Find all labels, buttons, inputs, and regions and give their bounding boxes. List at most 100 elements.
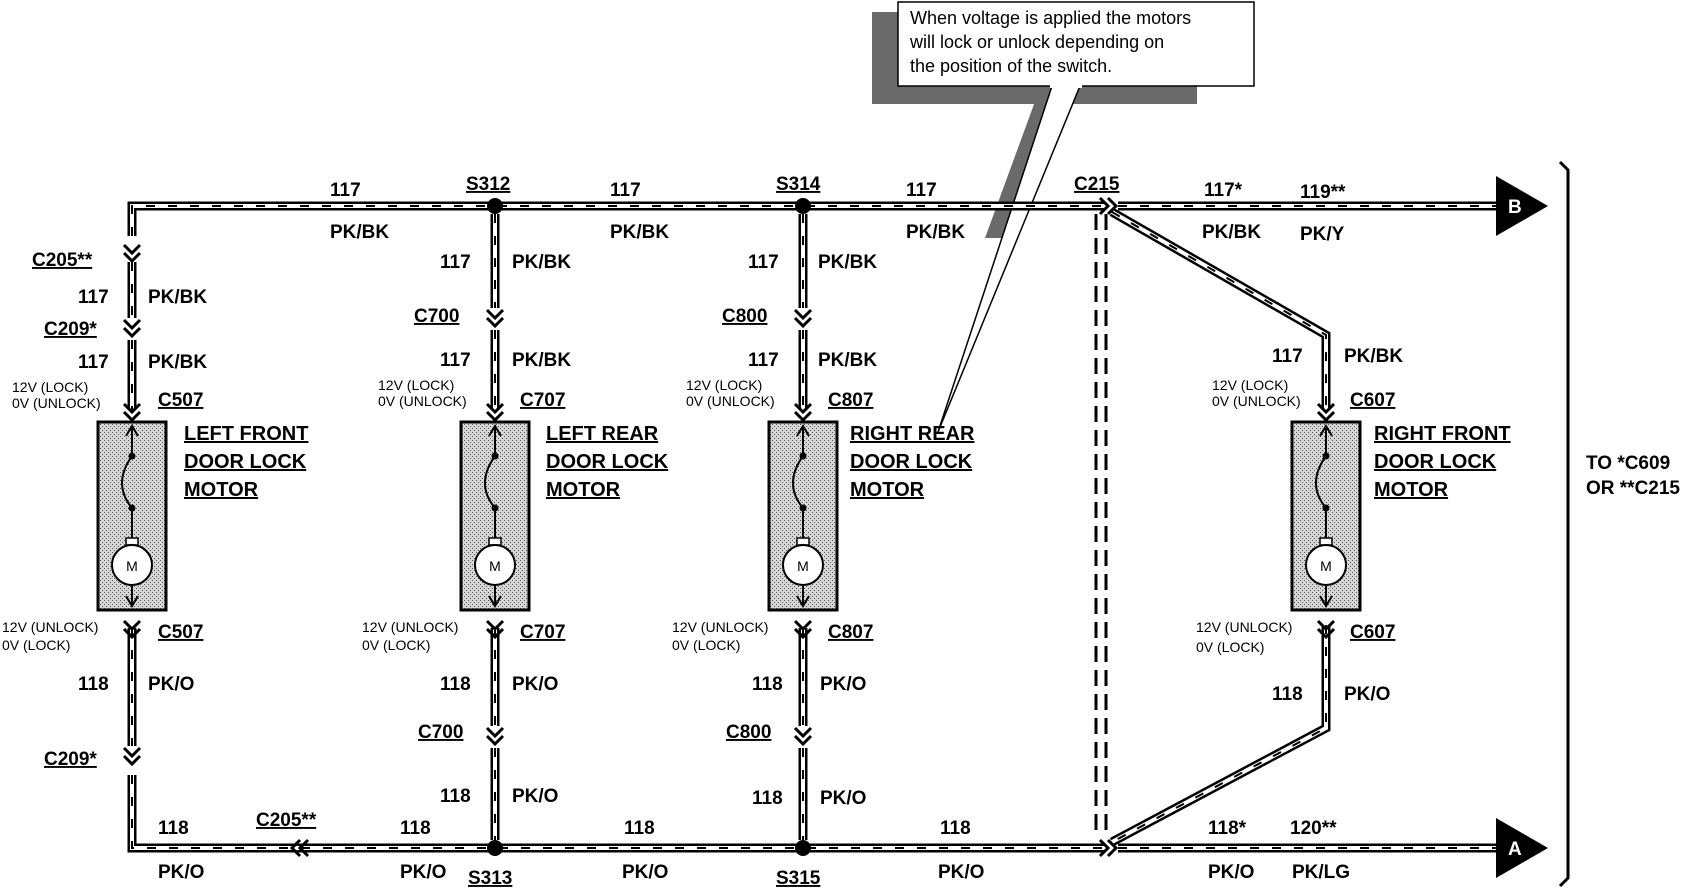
motor-rf-symbol: M bbox=[1320, 558, 1332, 574]
c215-bottom-symbol bbox=[1098, 838, 1119, 858]
lf-w2-circuit: 117 bbox=[78, 352, 109, 373]
splice-s315-dot bbox=[795, 840, 811, 856]
motor-rr-symbol: M bbox=[797, 558, 809, 574]
lf-labels: C205** 117 PK/BK C209* 117 PK/BK 12V (LO… bbox=[2, 250, 308, 770]
c215-label: C215 bbox=[1074, 174, 1120, 195]
lf-w3-color: PK/O bbox=[148, 674, 194, 695]
bottom-bus-labels: 118 PK/O C205** 118 PK/O S313 118 PK/O S… bbox=[158, 810, 1350, 889]
lr-labels: 117 PK/BK C700 117 PK/BK 12V (LOCK) 0V (… bbox=[362, 252, 669, 807]
rf-w1-circuit: 117 bbox=[1272, 346, 1303, 367]
connector-symbols bbox=[122, 196, 1336, 858]
rf-w1-color: PK/BK bbox=[1344, 346, 1403, 367]
motor-rr: M bbox=[767, 420, 839, 612]
splice-s312-dot bbox=[487, 198, 503, 214]
rr-title-3: MOTOR bbox=[850, 479, 925, 501]
c205-bottom-symbol bbox=[289, 838, 310, 858]
bottom-seg4-color: PK/O bbox=[938, 862, 984, 883]
rr-bot-state-2: 0V (LOCK) bbox=[672, 637, 740, 653]
out-b2-circuit: 119** bbox=[1300, 182, 1346, 203]
splice-s315-label: S315 bbox=[776, 868, 821, 889]
rr-c800-bot-symbol bbox=[793, 726, 813, 747]
out-b1-color: PK/BK bbox=[1202, 222, 1261, 243]
rr-w4-circuit: 118 bbox=[752, 788, 783, 809]
terminal-a: A bbox=[1496, 818, 1548, 878]
out-a1-circuit: 118* bbox=[1208, 818, 1247, 839]
rf-c607-top-symbol bbox=[1316, 402, 1336, 423]
lr-w1-circuit: 117 bbox=[440, 252, 471, 273]
lr-bot-state-2: 0V (LOCK) bbox=[362, 637, 430, 653]
lf-c209-bot-symbol bbox=[122, 746, 142, 767]
splice-s313-label: S313 bbox=[468, 868, 512, 889]
lf-c209-top-label: C209* bbox=[44, 319, 97, 340]
wire-rf-118 bbox=[1109, 625, 1331, 846]
bottom-seg1-circuit: 118 bbox=[158, 818, 189, 839]
lf-bot-state-1: 12V (UNLOCK) bbox=[2, 619, 98, 635]
splice-s314-dot bbox=[795, 198, 811, 214]
wire-bottom-bus bbox=[127, 775, 1105, 853]
callout-line-2: will lock or unlock depending on bbox=[909, 32, 1164, 52]
lr-top-state-1: 12V (LOCK) bbox=[378, 377, 454, 393]
motor-lr: M bbox=[459, 420, 531, 612]
rr-c807-top-symbol bbox=[793, 402, 813, 423]
top-seg1-color: PK/BK bbox=[330, 222, 389, 243]
out-a2-circuit: 120** bbox=[1290, 818, 1337, 839]
destination-line-2: OR **C215 bbox=[1586, 478, 1680, 499]
lr-bottom-conn-label: C707 bbox=[520, 622, 565, 643]
rf-bottom-conn-label: C607 bbox=[1350, 622, 1395, 643]
rr-bot-state-1: 12V (UNLOCK) bbox=[672, 619, 768, 635]
callout-line-1: When voltage is applied the motors bbox=[910, 8, 1191, 28]
lr-c700-bot-symbol bbox=[485, 726, 505, 747]
rf-w2-circuit: 118 bbox=[1272, 684, 1303, 705]
rf-c607-bot-symbol bbox=[1316, 619, 1336, 640]
c205-bottom-label: C205** bbox=[256, 810, 317, 831]
rr-top-state-2: 0V (UNLOCK) bbox=[686, 393, 775, 409]
c215-top-symbol bbox=[1098, 196, 1119, 216]
rr-w3-circuit: 118 bbox=[752, 674, 783, 695]
rr-w2-circuit: 117 bbox=[748, 350, 779, 371]
rr-c800-bottom-label: C800 bbox=[726, 722, 771, 743]
lf-c209-bottom-label: C209* bbox=[44, 749, 97, 770]
bottom-seg3-color: PK/O bbox=[622, 862, 668, 883]
lr-c700-top-symbol bbox=[485, 308, 505, 329]
bottom-seg2-circuit: 118 bbox=[400, 818, 431, 839]
splice-s313-dot bbox=[487, 840, 503, 856]
callout-box bbox=[897, 1, 1255, 87]
c215-dashed-rails bbox=[1094, 214, 1108, 838]
lf-w1-circuit: 117 bbox=[78, 287, 109, 308]
wires bbox=[127, 201, 1500, 853]
rr-top-state-1: 12V (LOCK) bbox=[686, 377, 762, 393]
lf-c209-top-symbol bbox=[122, 318, 142, 339]
rf-labels: 117 PK/BK 12V (LOCK) 0V (UNLOCK) C607 RI… bbox=[1196, 346, 1511, 705]
rr-w1-circuit: 117 bbox=[748, 252, 779, 273]
rf-title-1: RIGHT FRONT bbox=[1374, 423, 1511, 445]
lf-c205-label: C205** bbox=[32, 250, 93, 271]
lf-title-2: DOOR LOCK bbox=[184, 451, 307, 473]
motor-lf: M bbox=[96, 420, 168, 612]
rf-bot-state-2: 0V (LOCK) bbox=[1196, 639, 1264, 655]
out-a2-color: PK/LG bbox=[1292, 862, 1350, 883]
lf-w2-color: PK/BK bbox=[148, 352, 207, 373]
lf-c205-symbol bbox=[122, 243, 142, 264]
rr-w2-color: PK/BK bbox=[818, 350, 877, 371]
lf-w3-circuit: 118 bbox=[78, 674, 109, 695]
callout: When voltage is applied the motors will … bbox=[872, 1, 1255, 433]
lf-top-state-2: 0V (UNLOCK) bbox=[12, 395, 101, 411]
motor-lf-symbol: M bbox=[126, 558, 138, 574]
rr-labels: 117 PK/BK C800 117 PK/BK 12V (LOCK) 0V (… bbox=[672, 252, 975, 809]
lr-top-conn-label: C707 bbox=[520, 390, 565, 411]
motor-rf: M bbox=[1290, 420, 1362, 612]
top-seg2-circuit: 117 bbox=[610, 180, 641, 201]
lr-w3-circuit: 118 bbox=[440, 674, 471, 695]
rf-w2-color: PK/O bbox=[1344, 684, 1390, 705]
rr-c800-top-label: C800 bbox=[722, 306, 767, 327]
lf-top-state-1: 12V (LOCK) bbox=[12, 379, 88, 395]
lr-w2-circuit: 117 bbox=[440, 350, 471, 371]
lf-c507-top-symbol bbox=[122, 402, 142, 423]
rr-bottom-conn-label: C807 bbox=[828, 622, 873, 643]
terminal-a-label: A bbox=[1508, 839, 1522, 860]
lr-w1-color: PK/BK bbox=[512, 252, 571, 273]
lf-w1-color: PK/BK bbox=[148, 287, 207, 308]
rr-title-2: DOOR LOCK bbox=[850, 451, 973, 473]
lf-bot-state-2: 0V (LOCK) bbox=[2, 637, 70, 653]
